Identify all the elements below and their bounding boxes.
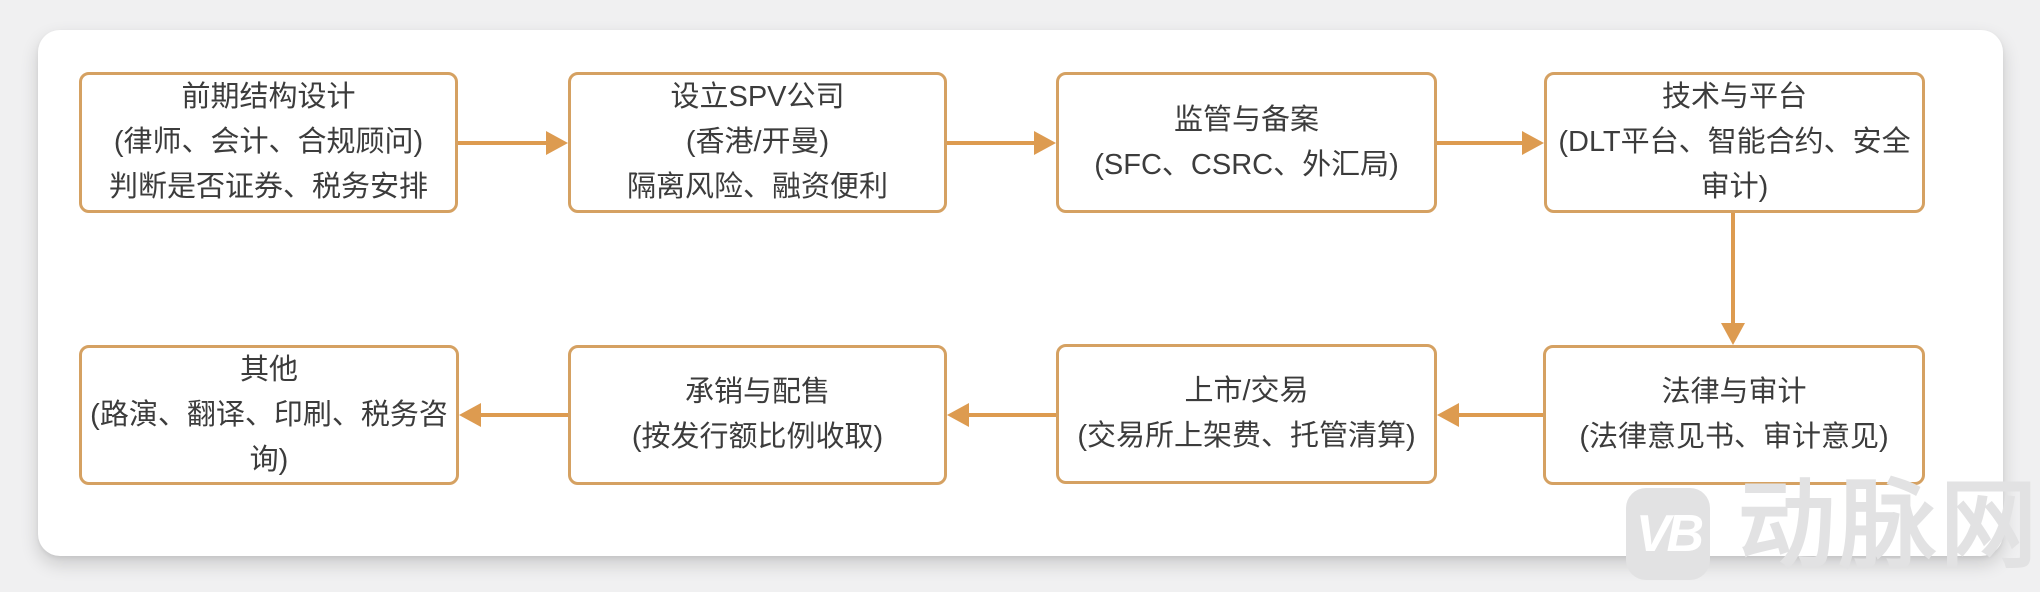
arrow-line xyxy=(458,141,551,145)
arrow-head-icon xyxy=(1721,323,1745,345)
node-line: 承销与配售 xyxy=(684,376,830,408)
node-line: (律师、会计、合规顾问) xyxy=(113,126,424,158)
node-line: 隔离风险、融资便利 xyxy=(626,171,888,203)
arrow-spv-to-reg xyxy=(947,131,1056,155)
flow-node-listing-trading: 上市/交易 (交易所上架费、托管清算) xyxy=(1056,344,1437,484)
node-line: 前期结构设计 xyxy=(181,81,356,113)
arrow-head-icon xyxy=(1034,131,1056,155)
flow-node-tech-platform: 技术与平台 (DLT平台、智能合约、安全审计) xyxy=(1544,72,1925,213)
flow-node-regulation-filing: 监管与备案 (SFC、CSRC、外汇局) xyxy=(1056,72,1437,213)
arrow-head-icon xyxy=(1522,131,1544,155)
node-line: (DLT平台、智能合约、安全审计) xyxy=(1558,126,1911,203)
node-line: (SFC、CSRC、外汇局) xyxy=(1094,148,1399,181)
arrow-line xyxy=(947,141,1039,145)
node-line: (按发行额比例收取) xyxy=(631,421,884,453)
arrow-head-icon xyxy=(947,403,969,427)
node-line: (香港/开曼) xyxy=(685,126,830,158)
node-line: 技术与平台 xyxy=(1661,81,1807,113)
watermark: VB 动脉网 xyxy=(1626,476,2040,580)
arrow-head-icon xyxy=(546,131,568,155)
vb-logo-icon: VB xyxy=(1626,488,1710,580)
arrow-tech-to-legal xyxy=(1721,213,1745,345)
arrow-head-icon xyxy=(459,403,481,427)
node-line: (交易所上架费、托管清算) xyxy=(1077,420,1416,452)
node-line: 其他 xyxy=(239,353,298,386)
arrow-head-icon xyxy=(1437,403,1459,427)
arrow-line xyxy=(1437,141,1527,145)
node-line: 监管与备案 xyxy=(1173,103,1319,136)
watermark-brand-text: 动脉网 xyxy=(1738,471,2040,580)
arrow-legal-to-listing xyxy=(1437,403,1543,427)
node-line: 设立SPV公司 xyxy=(670,81,845,113)
arrow-pre-to-spv xyxy=(458,131,568,155)
flow-node-underwriting-placement: 承销与配售 (按发行额比例收取) xyxy=(568,345,947,485)
arrow-listing-to-underwriting xyxy=(947,403,1056,427)
node-line: (路演、翻译、印刷、税务咨询) xyxy=(90,398,448,476)
flow-node-spv-setup: 设立SPV公司 (香港/开曼) 隔离风险、融资便利 xyxy=(568,72,947,213)
flow-node-other-costs: 其他 (路演、翻译、印刷、税务咨询) xyxy=(79,345,459,485)
arrow-underwriting-to-other xyxy=(459,403,568,427)
arrow-line xyxy=(476,413,568,417)
node-line: 判断是否证券、税务安排 xyxy=(108,171,428,203)
node-line: 上市/交易 xyxy=(1184,375,1309,407)
arrow-line xyxy=(1731,213,1735,328)
node-line: 法律与审计 xyxy=(1661,376,1807,408)
arrow-reg-to-tech xyxy=(1437,131,1544,155)
arrow-line xyxy=(964,413,1056,417)
node-line: (法律意见书、审计意见) xyxy=(1579,421,1889,453)
arrow-line xyxy=(1454,413,1543,417)
flow-node-legal-audit: 法律与审计 (法律意见书、审计意见) xyxy=(1543,345,1925,485)
vb-logo-text: VB xyxy=(1635,505,1704,563)
flow-node-structure-design: 前期结构设计 (律师、会计、合规顾问) 判断是否证券、税务安排 xyxy=(79,72,458,213)
